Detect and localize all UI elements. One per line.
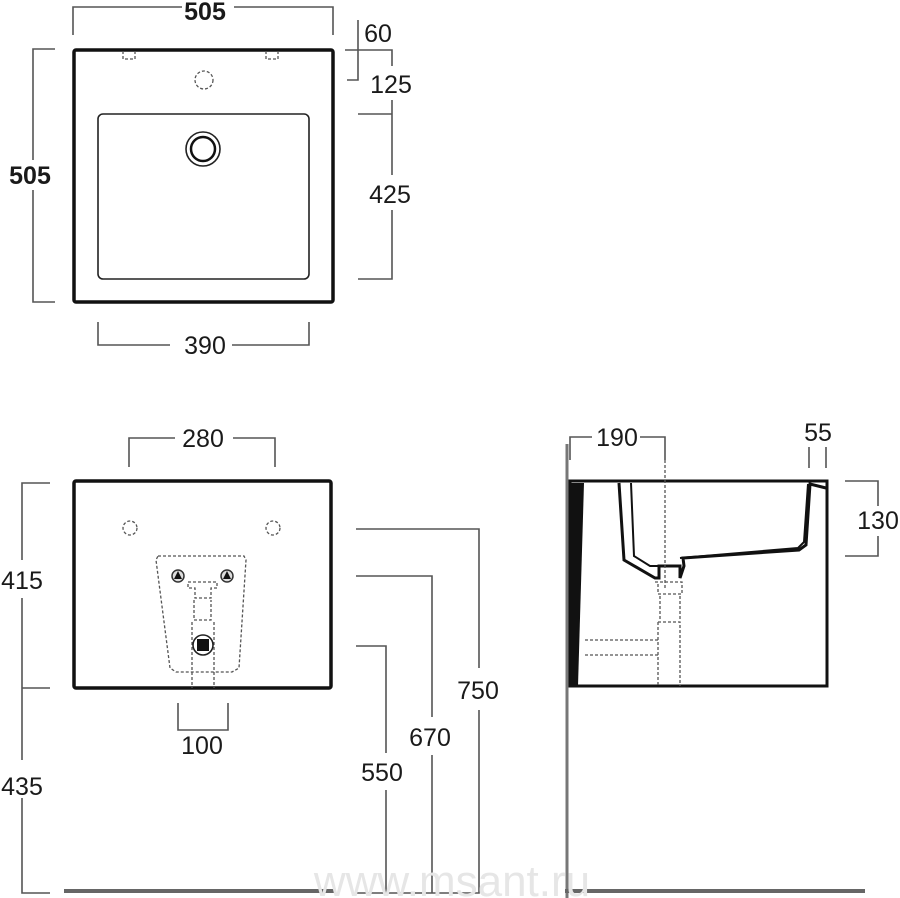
drain-icon (189, 135, 217, 163)
dim-height-750: 750 (457, 677, 499, 705)
side-view: 190 55 130 (565, 419, 899, 898)
dim-line-670 (356, 575, 433, 893)
dim-basin-height: 130 (857, 507, 899, 535)
dim-height-upper: 415 (1, 567, 43, 595)
top-view: 505 505 60 125 425 390 (9, 0, 412, 360)
dim-basin-width: 390 (184, 332, 226, 360)
siphon-side-dashed (585, 581, 683, 686)
outlet-ring (192, 634, 214, 656)
tap-hole-dashed (194, 70, 214, 90)
dim-line-750 (356, 528, 480, 894)
basin-outline-side (568, 479, 829, 688)
dim-rim-thickness: 55 (804, 419, 832, 447)
basin-outline-front (72, 479, 333, 690)
dim-height-lower: 435 (1, 773, 43, 801)
bowl-inner-section (630, 482, 809, 567)
dim-overall-depth: 505 (9, 162, 51, 190)
triangle-icon (223, 571, 231, 579)
dim-line-left-heights (21, 482, 50, 894)
dim-line-130 (845, 480, 879, 557)
dim-drain-from-wall: 190 (596, 424, 638, 452)
dim-outlet-width: 100 (181, 732, 223, 760)
dim-line-550 (356, 645, 387, 893)
dim-line-390 (97, 322, 310, 346)
dim-fixing-spacing: 280 (182, 425, 224, 453)
dim-line-505-left (32, 48, 55, 303)
drain-outer-ring (185, 131, 221, 167)
dim-line-280 (128, 437, 276, 467)
basin-outline-top (72, 48, 335, 304)
siphon-pipe-dashed (187, 581, 218, 688)
dim-height-550: 550 (361, 759, 403, 787)
outlet-square-icon (197, 639, 209, 651)
fixing-marks (122, 51, 279, 60)
watermark: www.msant.ru (313, 857, 590, 898)
dim-line-100 (177, 703, 229, 731)
dim-line-60-125 (345, 20, 393, 81)
back-wall-section (571, 483, 584, 686)
dim-height-670: 670 (409, 724, 451, 752)
dim-basin-offset: 125 (370, 71, 412, 99)
dim-basin-depth: 425 (369, 181, 411, 209)
fixing-hole-left (122, 520, 138, 536)
fixing-hole-right (265, 520, 281, 536)
siphon-cover-outline (155, 555, 247, 673)
dim-overall-width: 505 (184, 0, 226, 26)
bowl-section (617, 482, 827, 580)
dim-line-190 (569, 436, 666, 460)
dim-tap-offset: 60 (364, 20, 392, 48)
dim-line-505-top (72, 6, 334, 35)
front-view: 280 100 415 435 550 670 750 (1, 425, 499, 894)
dim-line-55 (808, 447, 827, 468)
dim-line-425 (358, 100, 393, 280)
basin-bowl (97, 113, 310, 280)
triangle-icon (174, 571, 182, 579)
